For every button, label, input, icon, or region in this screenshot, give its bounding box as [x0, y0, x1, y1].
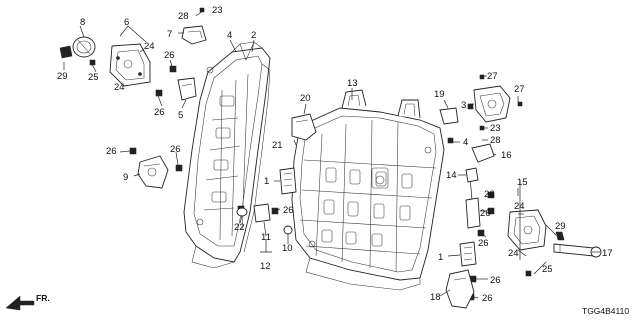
- callout-2: 2: [251, 30, 256, 41]
- callout-23: 23: [490, 123, 501, 134]
- callout-25: 25: [542, 264, 553, 275]
- part-20-cover: [291, 113, 317, 141]
- front-arrow-icon: [5, 295, 35, 311]
- leader-lines: [63, 9, 600, 299]
- callout-24: 24: [114, 82, 125, 93]
- part-14-cable: [465, 167, 481, 229]
- callout-15: 15: [517, 177, 528, 188]
- callout-20: 20: [300, 93, 311, 104]
- callout-12: 12: [260, 261, 271, 272]
- callout-14: 14: [446, 170, 457, 181]
- callout-8: 8: [80, 17, 85, 28]
- callout-5: 5: [178, 110, 183, 121]
- callout-13: 13: [347, 78, 358, 89]
- callout-25: 25: [88, 72, 99, 83]
- callout-4: 4: [463, 137, 468, 148]
- callout-28: 28: [178, 11, 189, 22]
- callout-1: 1: [264, 176, 269, 187]
- part-1-pad-left: [279, 167, 297, 195]
- part-1-pad-right: [459, 241, 477, 267]
- callout-16: 16: [501, 150, 512, 161]
- callout-26: 26: [283, 205, 294, 216]
- callout-28: 28: [490, 135, 501, 146]
- part-7-latch: [181, 25, 207, 45]
- callout-29: 29: [57, 71, 68, 82]
- part-29-clip-left: [59, 45, 73, 59]
- seat-back-frame-center: [291, 89, 445, 291]
- part-6-bracket: [109, 43, 151, 87]
- front-direction-indicator: FR.: [5, 293, 50, 311]
- part-17-rod: [553, 243, 602, 258]
- callout-19: 19: [434, 89, 445, 100]
- part-5-strike: [177, 77, 197, 101]
- callout-3: 3: [461, 100, 466, 111]
- callout-24: 24: [144, 41, 155, 52]
- callout-9: 9: [123, 172, 128, 183]
- part-15-bracket: [507, 209, 547, 251]
- part-22-washer: [236, 207, 248, 217]
- callout-1: 1: [438, 252, 443, 263]
- callout-26: 26: [478, 238, 489, 249]
- part-16-latch: [471, 143, 495, 163]
- callout-24: 24: [514, 201, 525, 212]
- callout-27: 27: [487, 71, 498, 82]
- part-11-bracket: [253, 203, 271, 223]
- callout-26: 26: [480, 208, 491, 219]
- callout-6: 6: [124, 17, 129, 28]
- callout-labels: 8 6 28 23 7 4 2 24 26 29 25 24 26 5 26 2…: [57, 5, 613, 304]
- callout-7: 7: [167, 29, 172, 40]
- callout-26: 26: [482, 293, 493, 304]
- callout-27: 27: [514, 84, 525, 95]
- callout-21: 21: [272, 140, 283, 151]
- part-8-knob: [72, 36, 96, 58]
- seat-back-frame-left: [183, 41, 271, 269]
- part-18-cover: [445, 269, 475, 309]
- callout-18: 18: [430, 292, 441, 303]
- callout-26: 26: [154, 107, 165, 118]
- part-19-clip: [439, 107, 459, 125]
- callout-26: 26: [170, 144, 181, 155]
- callout-17: 17: [602, 248, 613, 259]
- part-3-latch-assembly: [473, 85, 511, 123]
- callout-26: 26: [164, 50, 175, 61]
- callout-26: 26: [490, 275, 501, 286]
- callout-26: 26: [106, 146, 117, 157]
- callout-10: 10: [282, 243, 293, 254]
- front-direction-label: FR.: [36, 293, 50, 303]
- part-10-bolt: [283, 225, 293, 235]
- callout-24: 24: [508, 248, 519, 259]
- callout-22: 22: [234, 222, 245, 233]
- frame-slots: [321, 167, 413, 247]
- callout-4: 4: [227, 30, 232, 41]
- callout-29: 29: [555, 221, 566, 232]
- callout-26: 26: [484, 189, 495, 200]
- part-29-clip-right: [555, 231, 565, 241]
- callout-11: 11: [261, 232, 271, 243]
- diagram-code: TGG4B4110: [582, 306, 629, 316]
- callout-23: 23: [212, 5, 223, 16]
- part-9-hinge: [137, 155, 169, 189]
